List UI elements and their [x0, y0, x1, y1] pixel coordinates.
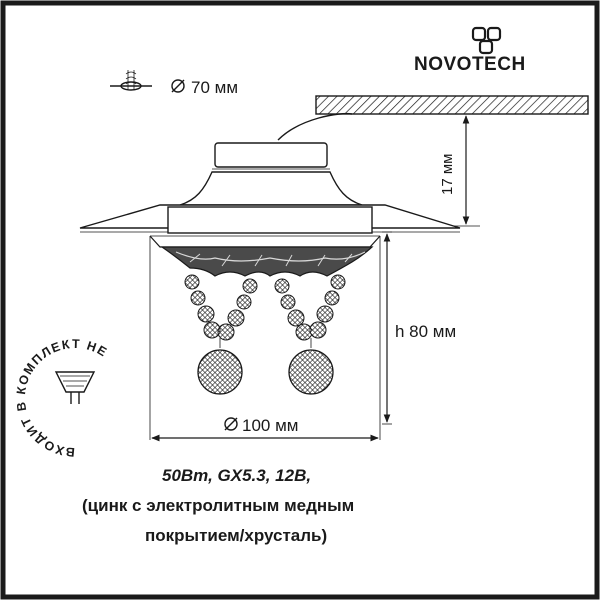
ceiling: [315, 95, 589, 115]
cutout-indicator: 70 мм: [110, 70, 238, 97]
cutout-label: 70 мм: [191, 78, 238, 97]
spec-line-2: (цинк с электролитным медным: [82, 496, 354, 515]
crystal-strand-left: [184, 274, 258, 341]
spec-line-3: покрытием/хрусталь): [145, 526, 327, 545]
specs: 50Вт, GX5.3, 12В, (цинк с электролитным …: [82, 466, 354, 545]
crystal-strand-right: [274, 274, 346, 341]
diameter-icon: [224, 417, 238, 431]
ceiling-dimension: 17 мм: [439, 115, 480, 227]
cable: [277, 112, 353, 141]
brand-mark-icon: [471, 26, 502, 55]
diameter-dimension: 100 мм: [151, 416, 379, 442]
height-dimension: h 80 мм: [149, 231, 456, 440]
mounting-flange: [79, 204, 461, 248]
lamp-included-badge: ВХОДИТ В КОМПЛЕКТ НЕ: [14, 337, 110, 459]
crystal-pendant-right: [288, 338, 334, 395]
diameter-icon: [171, 79, 185, 93]
brand-logo: NOVOTECH: [414, 26, 526, 75]
badge-text: ВХОДИТ В КОМПЛЕКТ НЕ: [14, 337, 110, 459]
halogen-lamp-icon: [54, 371, 96, 404]
fixture-cap: [179, 142, 363, 206]
spec-line-1: 50Вт, GX5.3, 12В,: [162, 466, 311, 485]
diameter-label: 100 мм: [242, 416, 298, 435]
ceiling-dimension-label: 17 мм: [439, 154, 456, 195]
crystal-pendant-left: [197, 338, 243, 395]
brand-name: NOVOTECH: [414, 54, 526, 75]
height-label: h 80 мм: [395, 322, 456, 341]
cutout-hole-icon: [110, 70, 152, 91]
ornate-crown: [160, 246, 374, 277]
